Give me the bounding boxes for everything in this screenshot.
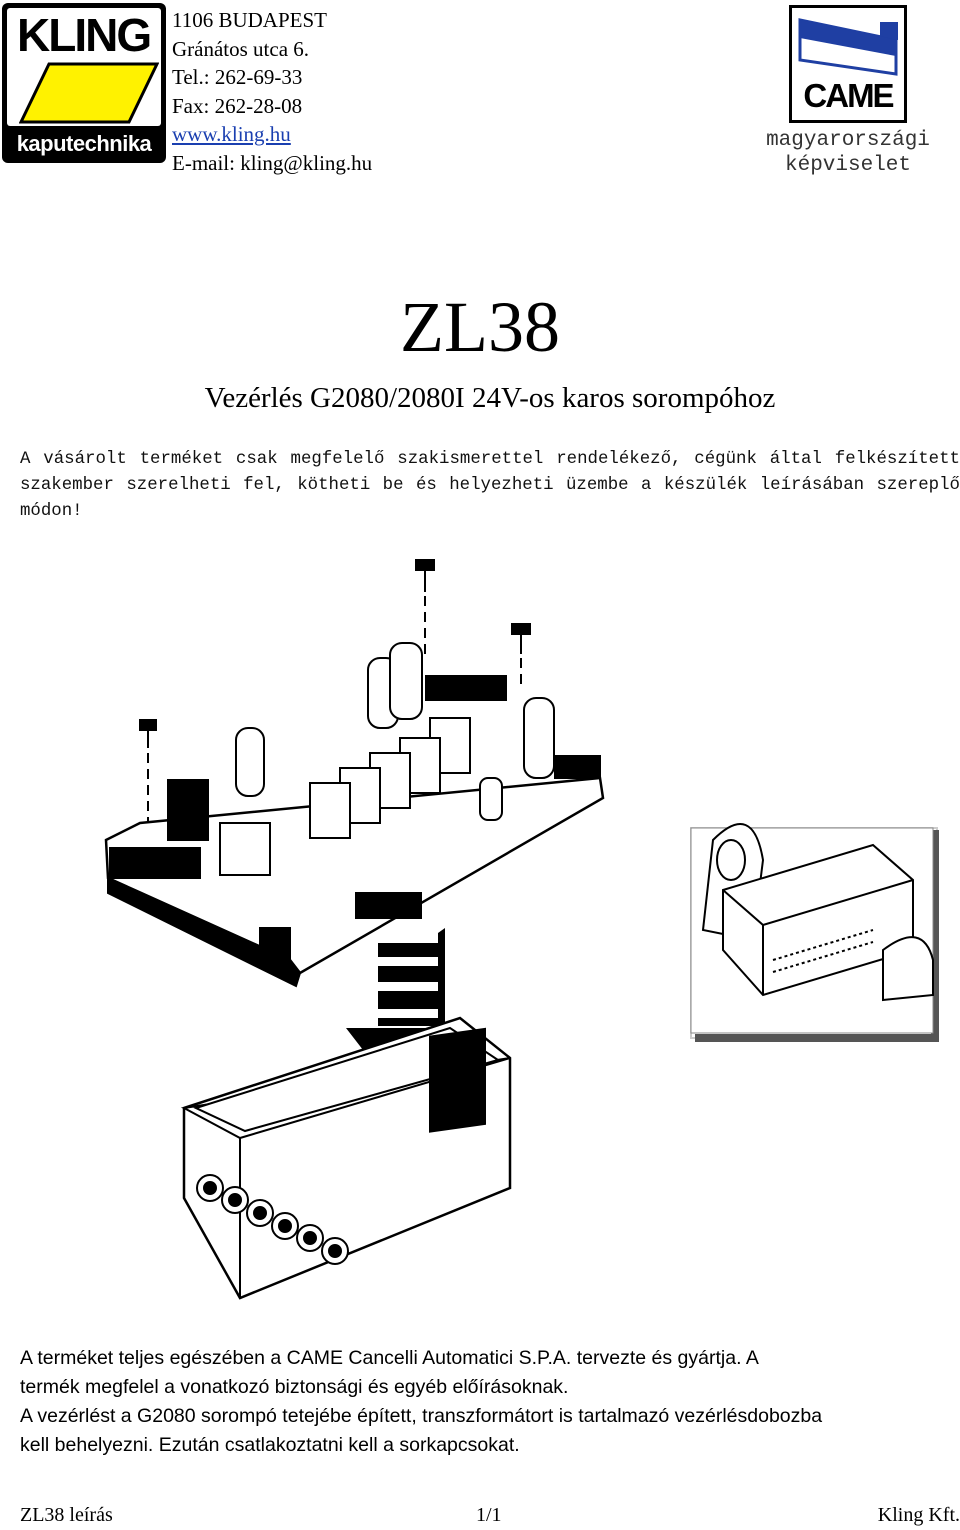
came-caption-line2: képviselet xyxy=(784,154,912,177)
company-address: 1106 BUDAPEST Gránátos utca 6. Tel.: 262… xyxy=(172,6,372,177)
website-link[interactable]: www.kling.hu xyxy=(172,122,291,146)
came-logo-wordmark: CAME xyxy=(803,77,894,114)
screw-icon xyxy=(139,559,531,838)
address-email: E-mail: kling@kling.hu xyxy=(172,150,373,175)
page-footer: ZL38 leírás 1/1 Kling Kft. xyxy=(20,1504,960,1530)
enclosure-box xyxy=(180,1016,512,1300)
product-description: A terméket teljes egészében a CAME Cance… xyxy=(20,1344,955,1460)
kling-logo-tagline: kaputechnika xyxy=(16,131,152,156)
barrier-housing-illustration xyxy=(690,823,939,1042)
kling-logo: KLING kaputechnika xyxy=(2,3,166,163)
footer-company: Kling Kft. xyxy=(877,1504,960,1526)
kling-logo-gate-graphic xyxy=(19,62,159,124)
footer-document-name: ZL38 leírás xyxy=(20,1504,113,1526)
description-line-4: kell behelyezni. Ezután csatlakoztatni k… xyxy=(20,1434,520,1456)
warning-line-1: A vásárolt terméket csak megfelelő szaki… xyxy=(20,450,960,469)
description-line-1: A terméket teljes egészében a CAME Cance… xyxy=(20,1347,759,1369)
board-assembly-illustration xyxy=(104,559,605,1300)
warning-line-2: szakember szerelheti fel, kötheti be és … xyxy=(20,476,960,521)
page-subtitle: Vezérlés G2080/2080I 24V-os karos soromp… xyxy=(204,382,776,414)
address-phone: Tel.: 262-69-33 xyxy=(172,65,303,89)
address-city: 1106 BUDAPEST xyxy=(172,8,327,32)
installation-warning: A vásárolt terméket csak megfelelő szaki… xyxy=(20,447,960,525)
circuit-board xyxy=(104,642,605,988)
footer-page-number: 1/1 xyxy=(476,1504,502,1526)
came-logo-graphic xyxy=(798,18,898,76)
address-fax: Fax: 262-28-08 xyxy=(172,93,303,118)
description-line-2: termék megfelel a vonatkozó biztonsági é… xyxy=(20,1376,569,1398)
kling-logo-wordmark: KLING xyxy=(17,9,152,61)
kling-logo-panel: KLING xyxy=(7,8,161,126)
came-logo-caption: magyarországi képviselet xyxy=(740,128,956,178)
came-logo: CAME xyxy=(789,5,907,123)
address-street: Gránátos utca 6. xyxy=(172,36,310,61)
came-caption-line1: magyarországi xyxy=(766,129,930,152)
description-line-3: A vezérlést a G2080 sorompó tetejébe épí… xyxy=(20,1405,823,1427)
page-title: ZL38 xyxy=(400,287,560,367)
